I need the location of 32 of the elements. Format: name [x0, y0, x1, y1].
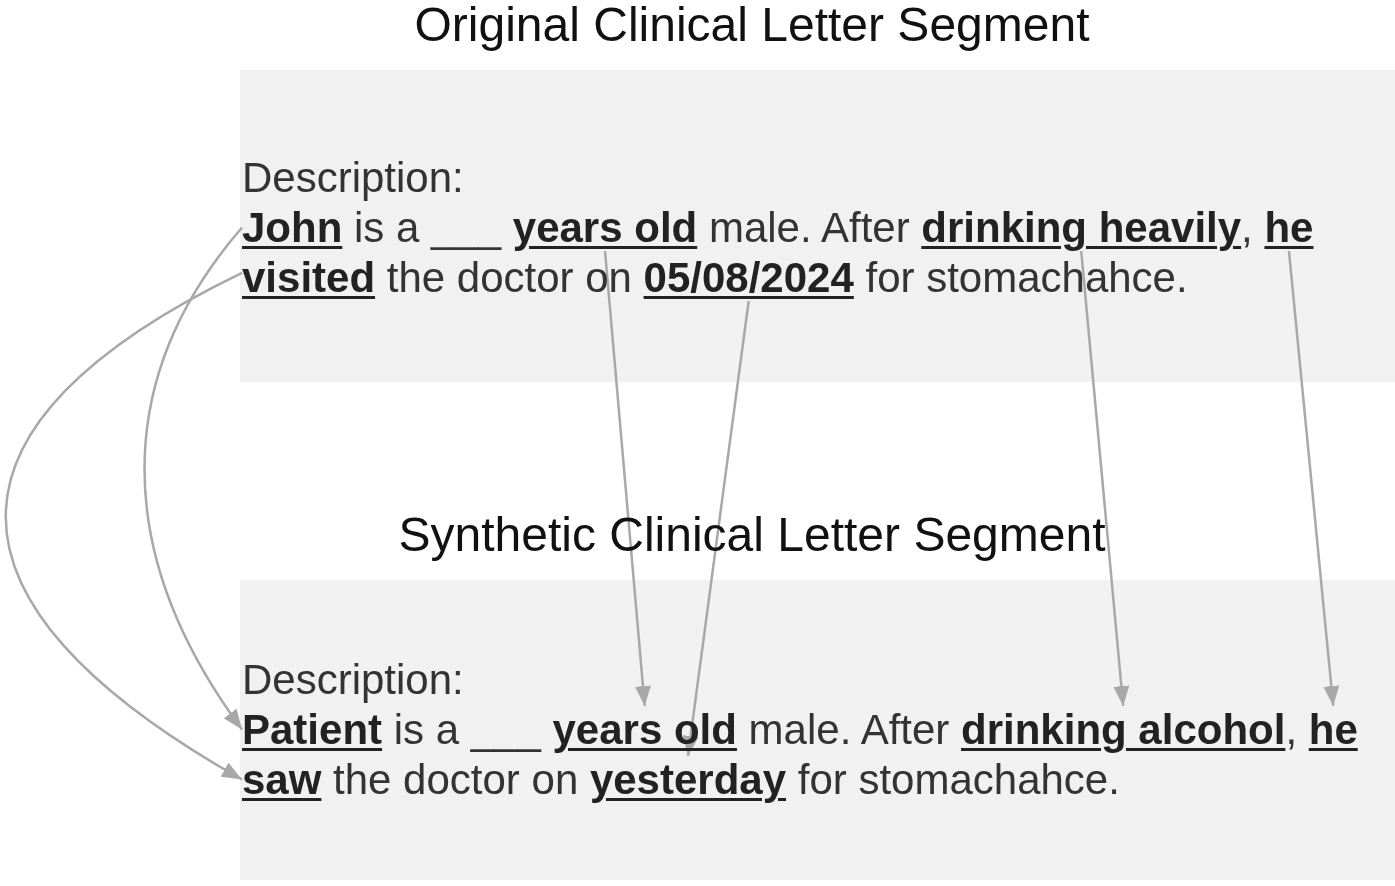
- underlined-phrase: visited: [242, 254, 376, 301]
- arrow: [603, 250, 651, 707]
- sentence-text: is a ___: [354, 204, 502, 251]
- description-label: Description:: [242, 154, 464, 201]
- arrow: [1079, 250, 1130, 707]
- underlined-phrase: drinking alcohol: [961, 706, 1286, 753]
- underlined-phrase: years old: [552, 706, 737, 753]
- sentence-text: the doctor on: [386, 254, 632, 301]
- underlined-phrase: he: [1308, 706, 1358, 753]
- sentence-text: is a ___: [393, 706, 541, 753]
- underlined-phrase: saw: [242, 756, 322, 803]
- sentence-text: the doctor on: [333, 756, 579, 803]
- panel-title: Original Clinical Letter Segment: [414, 0, 1090, 51]
- underlined-phrase: John: [242, 204, 343, 251]
- underlined-phrase: drinking heavily: [921, 204, 1242, 251]
- arrow: [4, 271, 243, 781]
- sentence-text: for stomachahce.: [865, 254, 1188, 301]
- underlined-phrase: he: [1264, 204, 1314, 251]
- underlined-phrase: Patient: [242, 706, 383, 753]
- arrow: [143, 226, 244, 731]
- arrow: [1287, 250, 1340, 707]
- sentence-text: for stomachahce.: [797, 756, 1120, 803]
- sentence-text: ,: [1241, 204, 1253, 251]
- underlined-phrase: years old: [512, 204, 698, 251]
- underlined-phrase: yesterday: [589, 756, 787, 803]
- panel-title: Synthetic Clinical Letter Segment: [398, 508, 1106, 561]
- sentence-text: male. After: [708, 204, 910, 251]
- sentence-text: male. After: [748, 706, 950, 753]
- description-label: Description:: [242, 656, 464, 703]
- sentence-text: ,: [1285, 706, 1298, 753]
- underlined-phrase: 05/08/2024: [643, 254, 854, 301]
- arrow: [682, 300, 750, 757]
